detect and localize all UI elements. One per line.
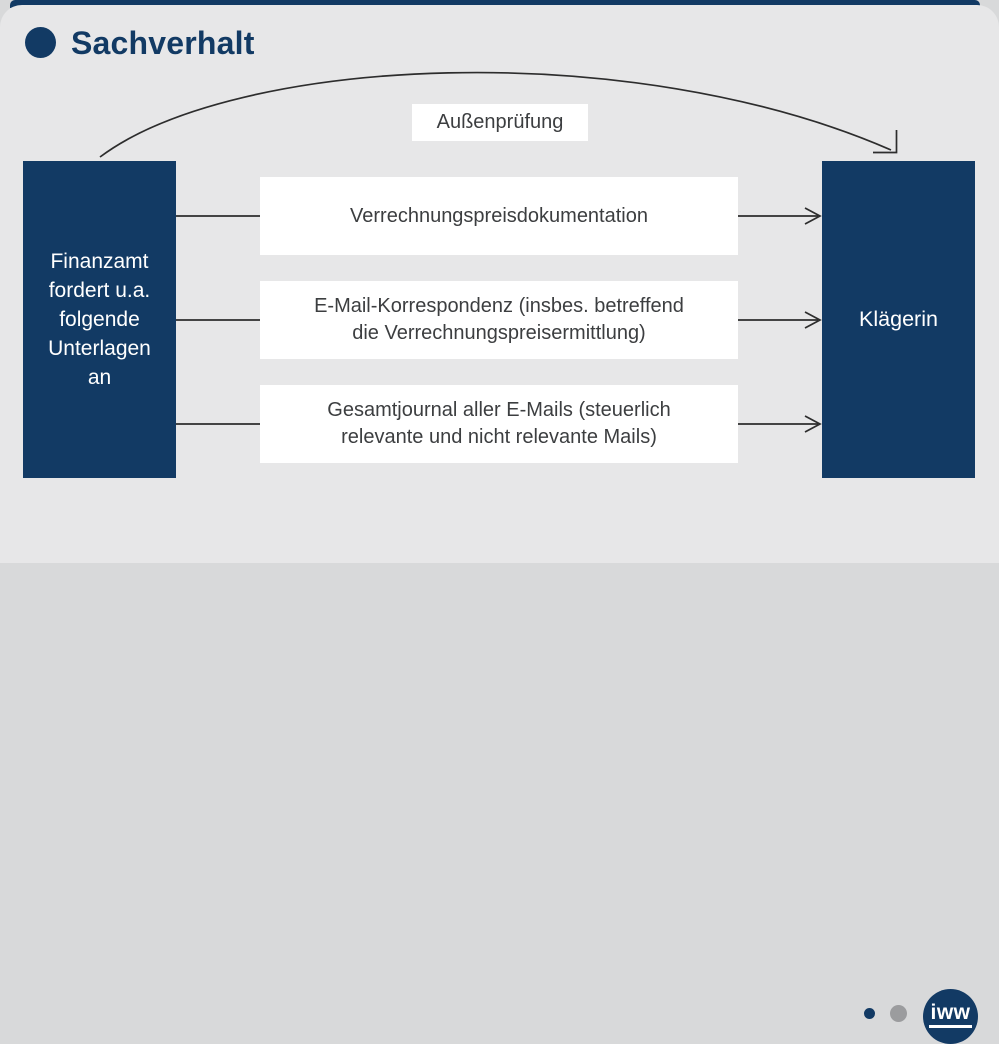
slide-indicator-dot[interactable]	[890, 1005, 907, 1022]
slide-indicator-dot-active[interactable]	[864, 1008, 875, 1019]
source-box-finanzamt: Finanzamt fordert u.a. folgende Unterlag…	[23, 161, 176, 478]
iww-logo: iww	[923, 989, 978, 1044]
audit-label-box: Außenprüfung	[412, 104, 588, 141]
document-item-3: Gesamtjournal aller E-Mails (steuerlich …	[260, 385, 738, 463]
top-accent-bar	[10, 0, 980, 8]
title-row: Sachverhalt	[25, 25, 255, 59]
document-item-1: Verrechnungspreisdokumentation	[260, 177, 738, 255]
page-title: Sachverhalt	[71, 25, 255, 61]
target-box-klaegerin: Klägerin	[822, 161, 975, 478]
iww-logo-text: iww	[929, 1002, 972, 1028]
document-item-2: E-Mail-Korrespondenz (insbes. betreffend…	[260, 281, 738, 359]
title-bullet-icon	[25, 26, 56, 58]
